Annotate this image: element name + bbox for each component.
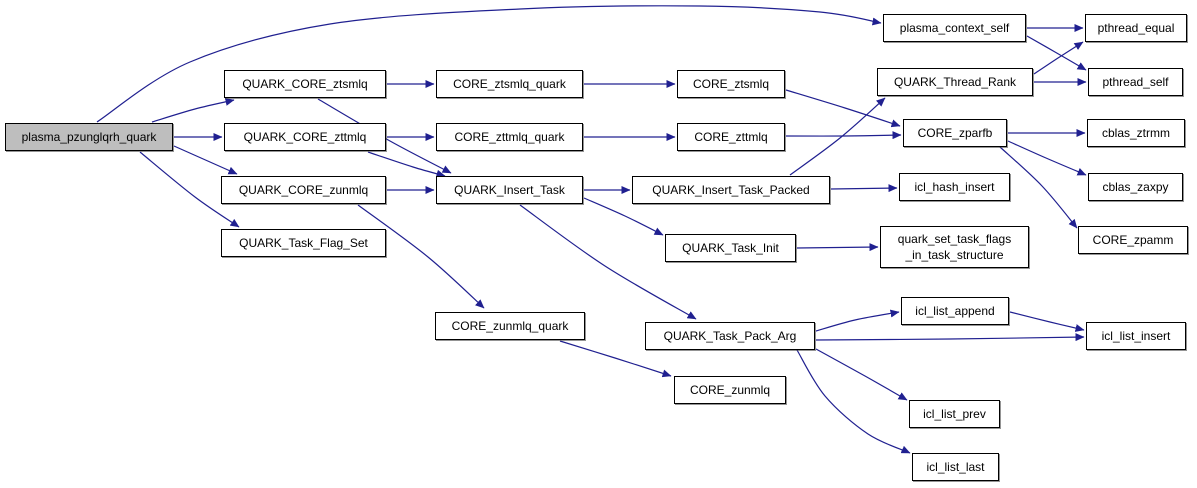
- edge-core_zparfb-to-core_zpamm: [999, 146, 1078, 229]
- edge-plasma_pzunglqrh_quark-to-quark_core_zunmlq: [173, 145, 238, 175]
- edge-quark_task_pack_arg-to-icl_list_prev: [815, 348, 908, 401]
- node-plasma_context_self[interactable]: plasma_context_self: [883, 14, 1026, 42]
- edge-quark_core_zttmlq-to-quark_insert_task: [367, 151, 446, 178]
- edge-core_zunmlq_quark-to-core_zunmlq: [559, 340, 672, 378]
- edge-core_zttmlq-to-core_zparfb: [785, 131, 902, 140]
- edge-quark_insert_task_packed-to-icl_hash_insert: [830, 184, 898, 193]
- node-pthread_self[interactable]: pthread_self: [1088, 68, 1183, 96]
- node-core_zparfb[interactable]: CORE_zparfb: [903, 119, 1007, 147]
- edge-plasma_pzunglqrh_quark-to-quark_task_flag_set: [139, 151, 240, 228]
- node-quark_set_task_flags_in_task_structure[interactable]: quark_set_task_flags _in_task_structure: [880, 226, 1029, 268]
- edge-quark_task_pack_arg-to-icl_list_append: [815, 309, 900, 332]
- node-plasma_pzunglqrh_quark: plasma_pzunglqrh_quark: [5, 123, 173, 151]
- edge-icl_list_append-to-icl_list_insert: [1009, 311, 1085, 332]
- node-quark_task_flag_set[interactable]: QUARK_Task_Flag_Set: [221, 229, 386, 257]
- node-icl_list_prev[interactable]: icl_list_prev: [909, 400, 1000, 428]
- edge-quark_thread_rank-to-pthread_equal: [1033, 41, 1084, 75]
- node-icl_list_last[interactable]: icl_list_last: [912, 453, 999, 481]
- edge-core_ztsmlq-to-core_zparfb: [785, 89, 901, 128]
- edge-quark_insert_task_packed-to-quark_thread_rank: [789, 97, 886, 176]
- node-quark_insert_task_packed[interactable]: QUARK_Insert_Task_Packed: [632, 176, 830, 204]
- edge-plasma_context_self-to-pthread_self: [1026, 35, 1087, 71]
- edge-quark_core_ztsmlq-to-quark_insert_task: [317, 98, 452, 174]
- node-cblas_ztrmm[interactable]: cblas_ztrmm: [1087, 119, 1185, 147]
- edge-plasma_pzunglqrh_quark-to-plasma_context_self: [96, 5, 882, 123]
- edge-quark_task_pack_arg-to-icl_list_insert: [815, 333, 1085, 342]
- node-core_zttmlq_quark[interactable]: CORE_zttmlq_quark: [436, 123, 583, 151]
- node-core_ztsmlq[interactable]: CORE_ztsmlq: [677, 70, 785, 98]
- edge-plasma_pzunglqrh_quark-to-quark_core_ztsmlq: [151, 98, 235, 123]
- edge-quark_insert_task-to-quark_task_pack_arg: [519, 204, 697, 320]
- node-core_zpamm[interactable]: CORE_zpamm: [1078, 226, 1188, 254]
- edge-quark_core_zunmlq-to-core_zunmlq_quark: [357, 204, 485, 309]
- node-quark_core_zttmlq[interactable]: QUARK_CORE_zttmlq: [224, 123, 386, 151]
- edge-quark_insert_task-to-quark_task_init: [583, 197, 664, 236]
- node-core_ztsmlq_quark[interactable]: CORE_ztsmlq_quark: [436, 70, 583, 98]
- node-core_zttmlq[interactable]: CORE_zttmlq: [677, 123, 785, 151]
- edge-core_zparfb-to-cblas_zaxpy: [1007, 140, 1087, 176]
- edge-quark_task_pack_arg-to-icl_list_last: [796, 349, 911, 454]
- node-quark_core_ztsmlq[interactable]: QUARK_CORE_ztsmlq: [224, 70, 386, 98]
- node-core_zunmlq[interactable]: CORE_zunmlq: [674, 376, 786, 404]
- node-quark_core_zunmlq[interactable]: QUARK_CORE_zunmlq: [221, 176, 386, 204]
- node-quark_task_pack_arg[interactable]: QUARK_Task_Pack_Arg: [645, 322, 815, 350]
- edge-quark_task_init-to-quark_set_task_flags_in_task_structure: [796, 243, 879, 252]
- node-quark_insert_task[interactable]: QUARK_Insert_Task: [436, 176, 583, 204]
- node-quark_task_init[interactable]: QUARK_Task_Init: [665, 234, 796, 262]
- node-pthread_equal[interactable]: pthread_equal: [1085, 14, 1187, 42]
- node-cblas_zaxpy[interactable]: cblas_zaxpy: [1088, 173, 1183, 201]
- node-icl_list_append[interactable]: icl_list_append: [901, 297, 1009, 325]
- node-icl_list_insert[interactable]: icl_list_insert: [1086, 322, 1186, 350]
- node-quark_thread_rank[interactable]: QUARK_Thread_Rank: [877, 68, 1033, 96]
- node-icl_hash_insert[interactable]: icl_hash_insert: [899, 173, 1010, 201]
- node-core_zunmlq_quark[interactable]: CORE_zunmlq_quark: [435, 312, 585, 340]
